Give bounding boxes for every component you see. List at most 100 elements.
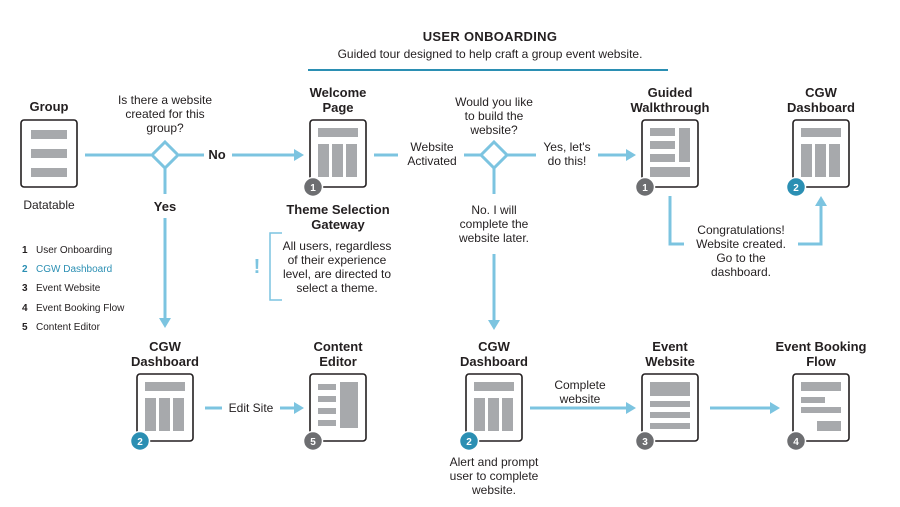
- node-welcome-page: Welcome Page 1: [302, 85, 367, 198]
- svg-text:Event Website: Event Website: [36, 283, 101, 294]
- svg-text:website?: website?: [469, 123, 518, 137]
- badge-content-editor: [302, 430, 324, 452]
- connector-guided-congrats: [668, 196, 684, 246]
- svg-text:1: 1: [642, 183, 648, 194]
- question-website-exists: Is there a website created for this grou…: [118, 93, 212, 135]
- svg-text:All users, regardless: All users, regardless: [283, 239, 392, 253]
- svg-text:Guided: Guided: [648, 85, 693, 100]
- svg-text:of their experience: of their experience: [288, 253, 387, 267]
- svg-text:website: website: [559, 392, 601, 406]
- label-alert-prompt: Alert and prompt user to complete websit…: [450, 455, 539, 497]
- arrowhead-to-cgw-top: [815, 196, 827, 206]
- svg-text:Website: Website: [645, 354, 695, 369]
- badge-cgw-dashboard: [785, 176, 807, 198]
- svg-text:4: 4: [22, 303, 28, 314]
- svg-text:5: 5: [22, 322, 28, 333]
- node-event-booking-flow: Event Booking Flow 4: [775, 339, 867, 452]
- svg-text:do this!: do this!: [548, 154, 587, 168]
- svg-text:Would you like: Would you like: [455, 95, 533, 109]
- group-caption: Datatable: [23, 198, 75, 212]
- svg-text:Event Booking: Event Booking: [775, 339, 866, 354]
- svg-text:Alert and prompt: Alert and prompt: [450, 455, 539, 469]
- svg-text:CGW: CGW: [805, 85, 838, 100]
- svg-text:Event: Event: [652, 339, 688, 354]
- svg-text:website.: website.: [471, 483, 516, 497]
- label-yes-lets-do-this: Yes, let's do this!: [543, 140, 590, 168]
- connectors: [85, 139, 827, 414]
- label-edit-site: Edit Site: [229, 401, 274, 415]
- connector-congrats-cgw: [798, 206, 823, 246]
- node-guided-walkthrough: Guided Walkthrough 1: [631, 85, 710, 198]
- svg-text:group?: group?: [146, 121, 184, 135]
- svg-text:Editor: Editor: [319, 354, 357, 369]
- diagram-title: USER ONBOARDING: [423, 29, 558, 44]
- legend: 1 User Onboarding 2 CGW Dashboard 3 Even…: [22, 245, 125, 333]
- label-website-activated: Website Activated: [407, 140, 456, 168]
- svg-text:Flow: Flow: [806, 354, 836, 369]
- svg-text:2: 2: [137, 437, 143, 448]
- svg-text:No. I will: No. I will: [471, 203, 516, 217]
- svg-text:4: 4: [793, 437, 799, 448]
- theme-note: ! All users, regardless of their experie…: [254, 232, 392, 301]
- svg-text:Dashboard: Dashboard: [460, 354, 528, 369]
- svg-text:Gateway: Gateway: [311, 217, 365, 232]
- svg-text:user to complete: user to complete: [450, 469, 539, 483]
- badge-event-booking-flow: [785, 430, 807, 452]
- svg-text:5: 5: [310, 437, 316, 448]
- label-no: No: [208, 147, 225, 162]
- svg-text:Website: Website: [410, 140, 453, 154]
- svg-text:Go to the: Go to the: [716, 251, 766, 265]
- badge-user-onboarding: [302, 176, 324, 198]
- node-cgw-dashboard-mid: CGW Dashboard 2: [458, 339, 528, 452]
- svg-text:Content Editor: Content Editor: [36, 322, 101, 333]
- node-content-editor: Content Editor 5: [302, 339, 367, 452]
- note-bracket: [269, 232, 282, 301]
- label-complete-website: Complete website: [554, 378, 606, 406]
- note-exclamation-icon: !: [254, 256, 261, 278]
- svg-text:1: 1: [310, 183, 316, 194]
- badge-event-website: [634, 430, 656, 452]
- svg-text:Yes, let's: Yes, let's: [543, 140, 590, 154]
- svg-text:Website created.: Website created.: [696, 237, 786, 251]
- arrowhead-to-cgw-mid: [488, 320, 500, 330]
- svg-text:CGW Dashboard: CGW Dashboard: [36, 264, 112, 275]
- svg-text:Complete: Complete: [554, 378, 606, 392]
- diagram-subtitle: Guided tour designed to help craft a gro…: [338, 47, 643, 61]
- svg-text:Page: Page: [322, 100, 353, 115]
- label-yes: Yes: [154, 199, 176, 214]
- svg-text:Event Booking Flow: Event Booking Flow: [36, 303, 125, 314]
- arrowhead-to-cgw-left: [159, 318, 171, 328]
- decision-diamond-website-exists: [149, 139, 181, 171]
- svg-text:CGW: CGW: [149, 339, 182, 354]
- svg-text:Welcome: Welcome: [310, 85, 367, 100]
- svg-text:1: 1: [22, 245, 28, 256]
- arrowhead-to-event-booking: [770, 402, 780, 414]
- question-build-website: Would you like to build the website?: [455, 95, 533, 137]
- svg-text:dashboard.: dashboard.: [711, 265, 771, 279]
- svg-text:select a theme.: select a theme.: [296, 281, 377, 295]
- node-event-website: Event Website 3: [634, 339, 699, 452]
- badge-cgw-dashboard: [129, 430, 151, 452]
- svg-text:User Onboarding: User Onboarding: [36, 245, 112, 256]
- badge-user-onboarding: [634, 176, 656, 198]
- label-no-later: No. I will complete the website later.: [458, 203, 529, 245]
- arrowhead-to-guided: [626, 149, 636, 161]
- svg-text:Is there a website: Is there a website: [118, 93, 212, 107]
- svg-text:2: 2: [793, 183, 799, 194]
- svg-text:3: 3: [22, 283, 28, 294]
- svg-text:CGW: CGW: [478, 339, 511, 354]
- svg-text:2: 2: [22, 264, 28, 275]
- badge-cgw-dashboard: [458, 430, 480, 452]
- svg-text:to build the: to build the: [465, 109, 524, 123]
- svg-text:3: 3: [642, 437, 648, 448]
- svg-text:Activated: Activated: [407, 154, 456, 168]
- arrowhead-to-welcome: [294, 149, 304, 161]
- node-cgw-dashboard-left: CGW Dashboard 2: [129, 339, 199, 452]
- arrowhead-to-content-editor: [294, 402, 304, 414]
- svg-text:2: 2: [466, 437, 472, 448]
- svg-text:website later.: website later.: [458, 231, 529, 245]
- svg-text:Walkthrough: Walkthrough: [631, 100, 710, 115]
- svg-text:Content: Content: [313, 339, 363, 354]
- arrowhead-to-event-website: [626, 402, 636, 414]
